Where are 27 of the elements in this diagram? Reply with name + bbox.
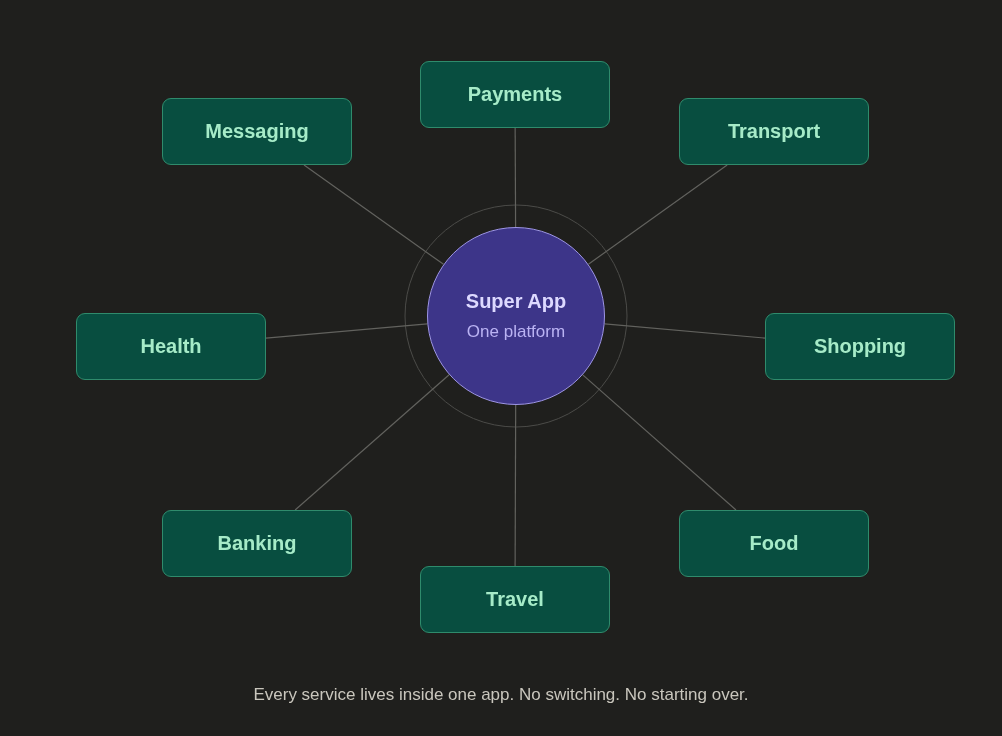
- service-box: [679, 98, 869, 165]
- service-box: [420, 61, 610, 128]
- service-label: Health: [140, 335, 202, 358]
- connector-line: [604, 323, 766, 339]
- connector-line: [265, 323, 428, 339]
- caption-text: Every service lives inside one app. No switching. No starting over.: [253, 685, 749, 704]
- connector-line: [582, 374, 737, 511]
- service-box: [162, 510, 352, 577]
- service-label: Shopping: [813, 335, 907, 358]
- service-box: [679, 510, 869, 577]
- service-label: Transport: [727, 120, 821, 143]
- service-label: Banking: [217, 532, 297, 555]
- connector-line: [514, 404, 517, 567]
- connector-line: [587, 164, 728, 265]
- connector-line: [303, 164, 445, 265]
- service-box: [76, 313, 266, 380]
- service-label: Payments: [467, 83, 563, 106]
- service-label: Travel: [486, 588, 544, 611]
- hub-subtitle: One platform: [466, 322, 566, 342]
- connector-line: [294, 374, 450, 511]
- hub-title: Super App: [465, 290, 567, 313]
- service-box: [162, 98, 352, 165]
- connector-line: [514, 127, 517, 228]
- service-box: [420, 566, 610, 633]
- service-box: [765, 313, 955, 380]
- service-label: Messaging: [205, 120, 309, 143]
- service-label: Food: [749, 532, 799, 555]
